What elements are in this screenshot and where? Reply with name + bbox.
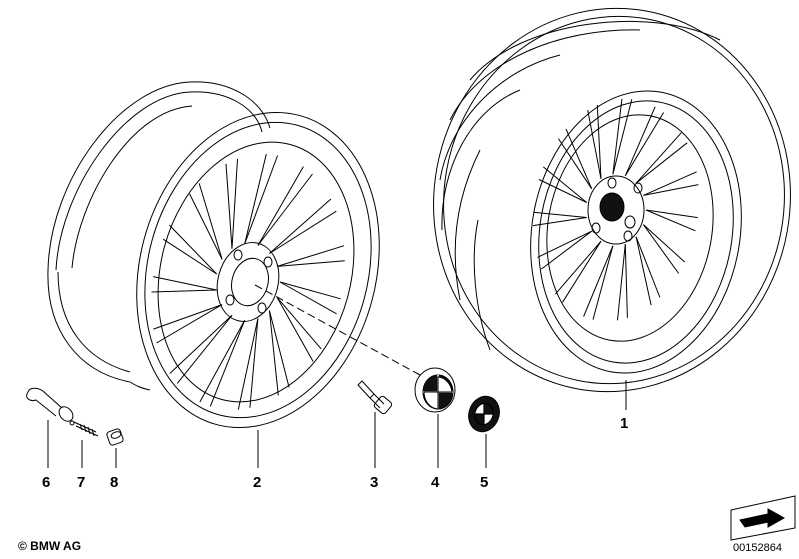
valve-core [69, 420, 99, 437]
spoke-line [635, 236, 661, 298]
spoke-line [617, 244, 626, 321]
spoke-line [643, 224, 686, 263]
spoke-line [176, 314, 233, 384]
document-number: 00152864 [733, 542, 782, 554]
spoke-line [532, 217, 587, 227]
spoke-line [169, 314, 233, 374]
spoke-line [269, 198, 332, 254]
spoke-line [257, 173, 313, 246]
leader-lines [47, 380, 627, 468]
spoke-line [268, 310, 290, 388]
spoke-line [624, 112, 665, 177]
callout-4: 4 [431, 474, 440, 491]
spoke-line [198, 183, 223, 260]
callout-8: 8 [110, 474, 119, 491]
spoke-line [269, 210, 337, 254]
spoke-line [562, 240, 602, 303]
spoke-line [249, 318, 259, 408]
complete-wheel [433, 7, 791, 393]
callout-2: 2 [253, 474, 262, 491]
callout-7: 7 [77, 474, 86, 491]
spoke-line [189, 193, 223, 260]
spoke-line [276, 297, 314, 362]
spoke-line [592, 245, 614, 320]
spoke-line [612, 99, 633, 175]
spoke-line [537, 230, 592, 258]
spoke-line [645, 209, 696, 232]
copyright-text: © BMW AG [18, 539, 82, 553]
spoke-line [237, 318, 259, 410]
spoke-line [635, 132, 682, 184]
callout-6: 6 [42, 474, 51, 491]
spoke-line [244, 155, 279, 244]
spoke-line [162, 238, 217, 275]
hub-cap [414, 367, 456, 413]
wheel-bolt [357, 380, 393, 415]
valve [26, 387, 74, 422]
spoke-line [231, 158, 238, 249]
spoke-line [540, 230, 593, 270]
spoke-line [533, 211, 587, 218]
spoke-line [257, 166, 304, 246]
spoke-line [635, 142, 688, 184]
spoke-line [277, 245, 345, 267]
spoke-line [279, 281, 337, 315]
spoke-line [642, 224, 680, 274]
spoke-line [538, 179, 587, 203]
emblem [468, 395, 500, 433]
spoke-line [596, 104, 602, 179]
wheel-rim [47, 81, 380, 429]
callout-3: 3 [370, 474, 379, 491]
spoke-line [225, 163, 233, 249]
spoke-line [244, 153, 267, 244]
spoke-line [624, 106, 656, 176]
spoke-line [587, 110, 602, 179]
spoke-line [643, 171, 697, 196]
spoke-line [624, 244, 628, 318]
spoke-line [153, 276, 217, 291]
spoke-line [583, 245, 614, 317]
spoke-line [268, 310, 279, 396]
spoke-line [565, 128, 593, 189]
spoke-line [153, 304, 223, 330]
callout-5: 5 [480, 474, 489, 491]
spoke-line [279, 281, 341, 300]
valve-cap [106, 428, 124, 446]
spoke-line [612, 98, 623, 175]
arrow-box-icon [730, 495, 796, 541]
spoke-line [277, 260, 345, 267]
spoke-line [199, 319, 246, 403]
spoke-line [557, 138, 593, 190]
spoke-line [151, 289, 217, 293]
spoke-line [542, 166, 588, 203]
spoke-line [276, 297, 322, 350]
spoke-line [156, 304, 223, 344]
spoke-line [169, 224, 218, 275]
callout-1: 1 [620, 415, 629, 432]
spoke-line [643, 184, 699, 196]
spoke-line [645, 209, 698, 219]
spoke-line [209, 320, 246, 407]
spoke-line [554, 240, 602, 295]
axis-dashed-line [254, 284, 421, 376]
spoke-line [635, 236, 652, 306]
